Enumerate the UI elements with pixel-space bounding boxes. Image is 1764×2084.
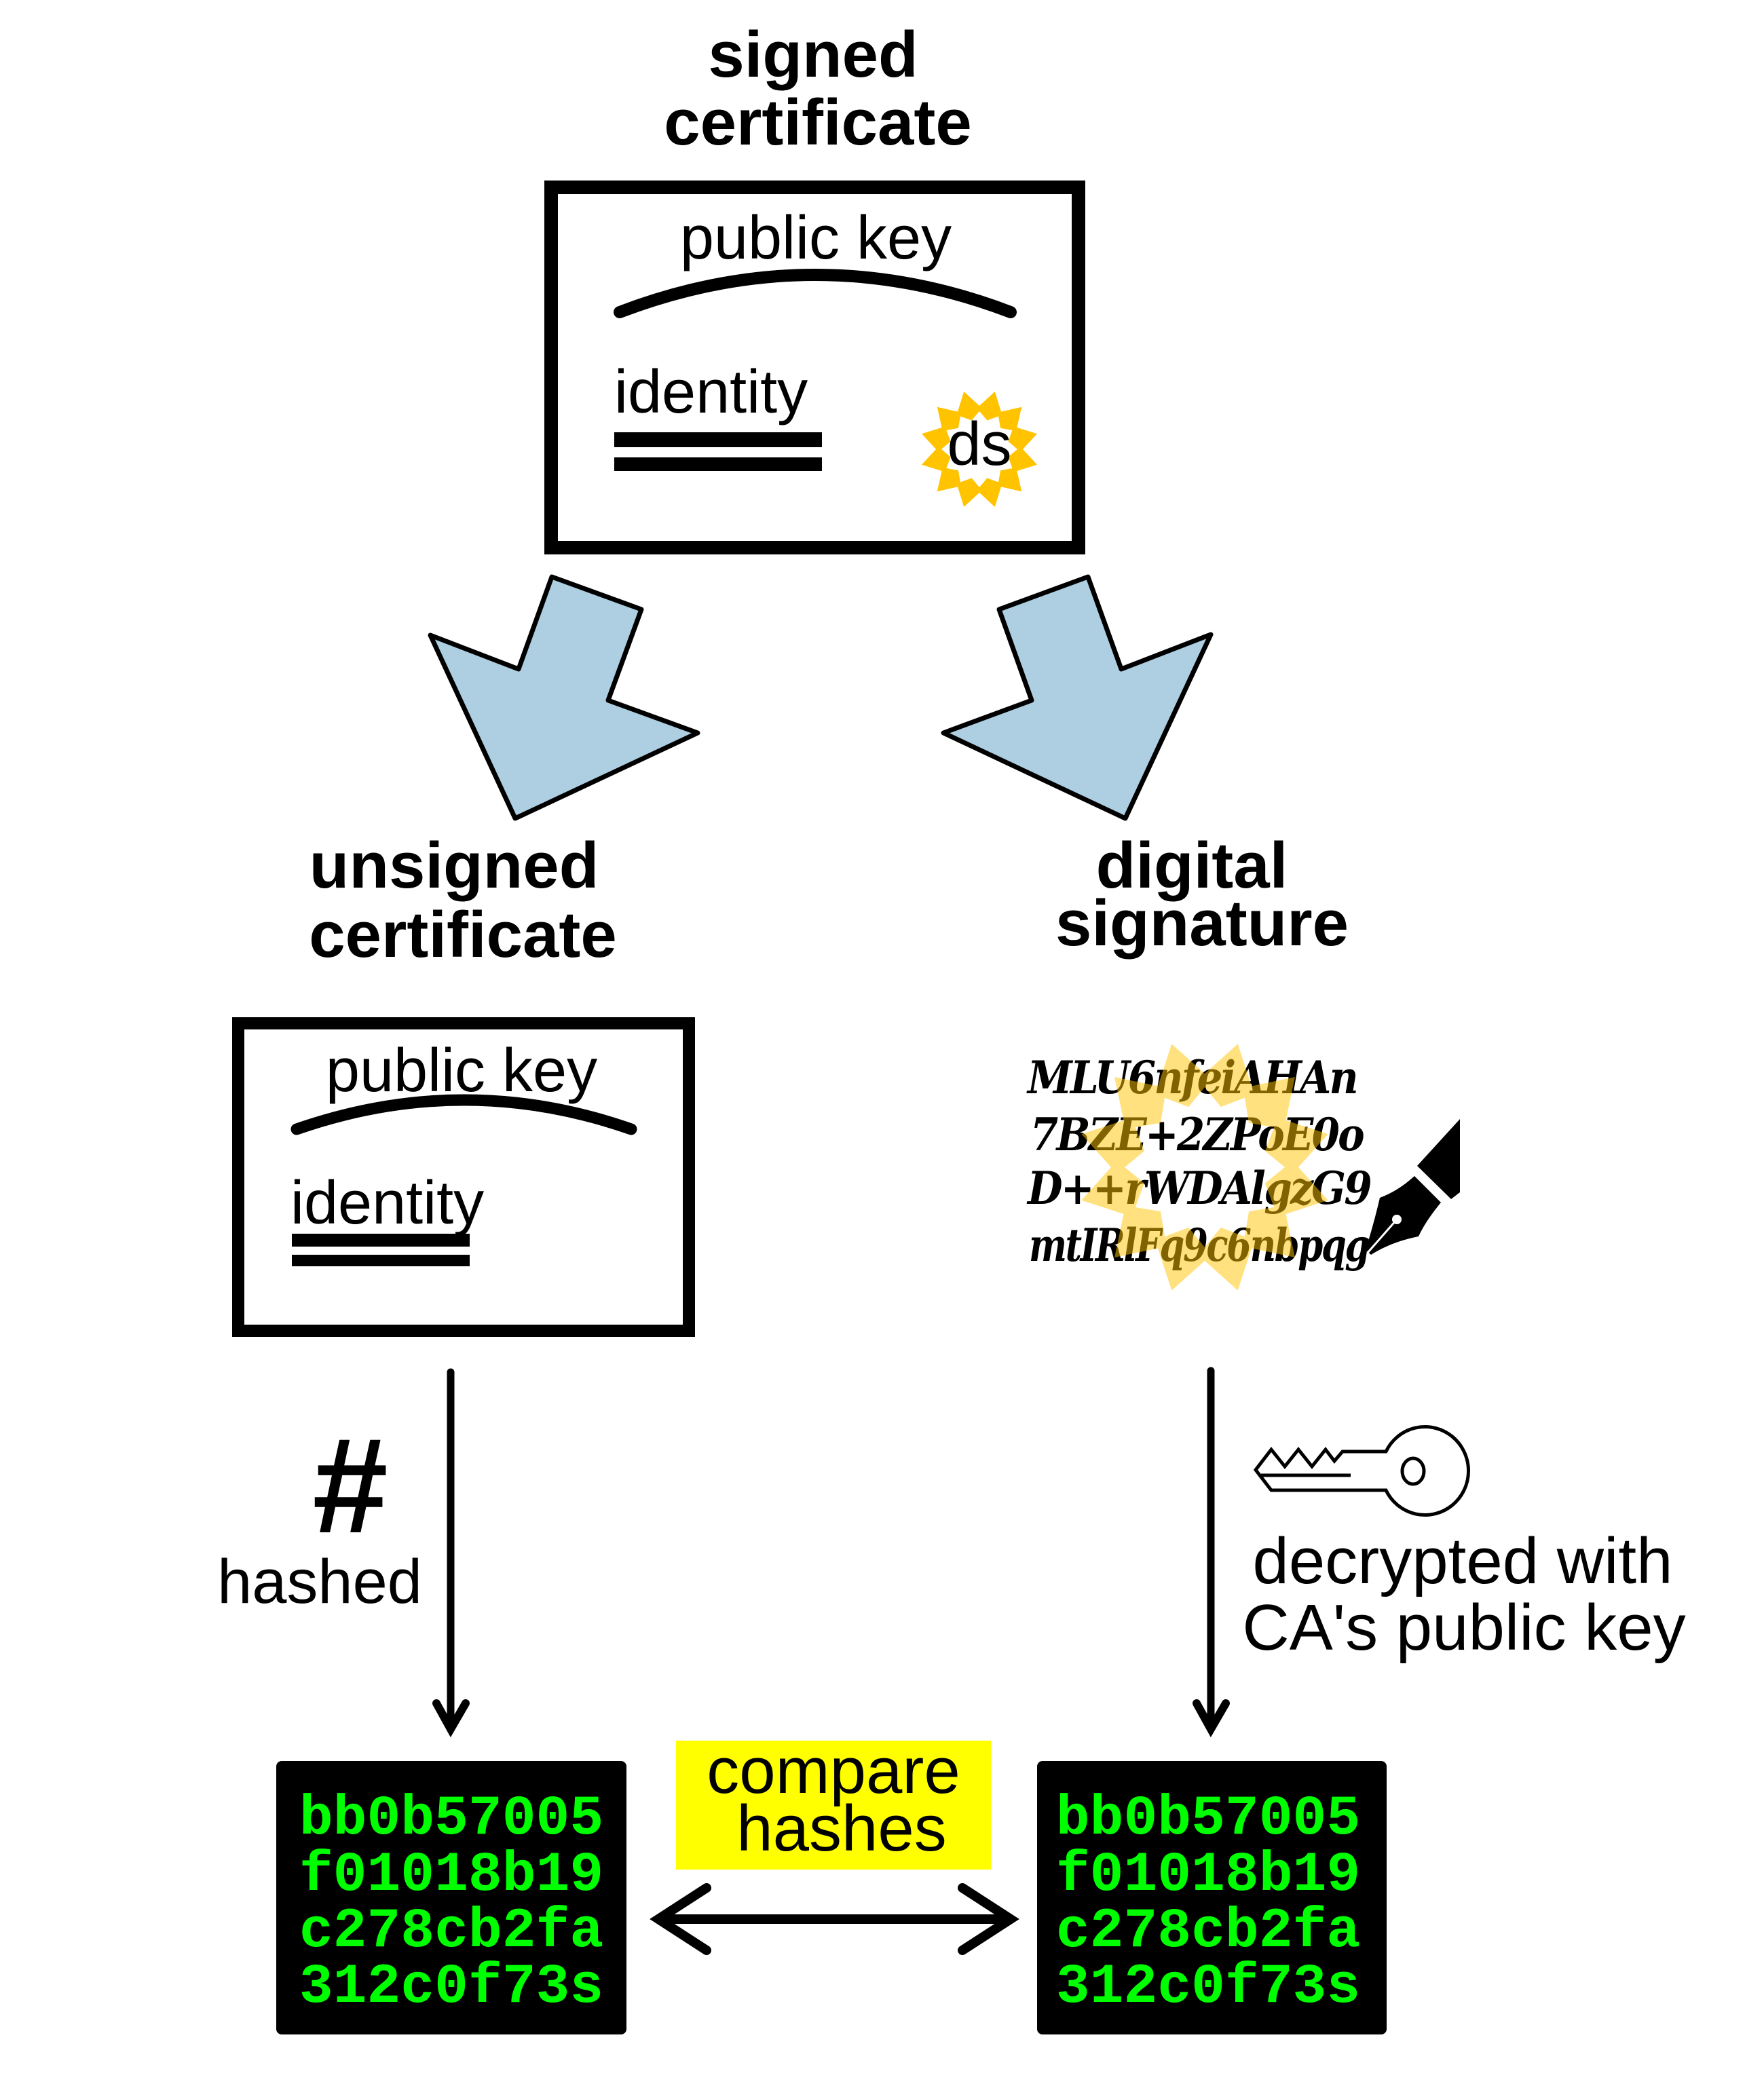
split-arrow-right-icon: [941, 574, 1214, 821]
identity-underline-2: [614, 457, 822, 471]
signed-identity-label: identity: [614, 358, 808, 426]
signed-certificate-frame: [544, 181, 1085, 554]
hash-right-line-4: 312c0f73s: [1056, 1955, 1360, 2019]
digital-signature-title-line1: digital: [1096, 829, 1288, 902]
unsigned-identity-label: identity: [290, 1169, 484, 1237]
fountain-pen-icon: [1366, 1119, 1460, 1255]
hash-box-left: bb0b57005 f01018b19 c278cb2fa 312c0f73s: [276, 1761, 626, 2034]
signed-certificate-title-line2: certificate: [664, 86, 972, 159]
unsigned-certificate-title-line2: certificate: [309, 898, 617, 971]
seal-label: ds: [947, 411, 1011, 478]
hash-left-line-3: c278cb2fa: [299, 1899, 603, 1963]
public-key-arc-icon: [614, 269, 1017, 318]
key-icon: [1253, 1425, 1470, 1517]
unsigned-certificate-box: public key identity: [232, 1017, 695, 1337]
seal-star-inner: [941, 411, 1017, 487]
signature-seal-shape: [1081, 1044, 1328, 1291]
ca-public-key-label: CA's public key: [1242, 1591, 1685, 1664]
signature-seal-watermark-icon: [1081, 1044, 1328, 1291]
signed-certificate-box: public key identity ds: [544, 181, 1085, 554]
hash-box-right-bg: [1037, 1761, 1387, 2034]
hash-right-line-3: c278cb2fa: [1056, 1899, 1360, 1963]
hash-box-right: bb0b57005 f01018b19 c278cb2fa 312c0f73s: [1037, 1761, 1387, 2034]
hash-left-line-4: 312c0f73s: [299, 1955, 603, 2019]
identity-underline-1: [614, 432, 822, 447]
hash-arrow: [432, 1368, 470, 1738]
compare-double-arrow-icon: [650, 1883, 1019, 1955]
digital-signature-title-line2: signature: [1055, 887, 1349, 960]
compare-hashes-highlight: [676, 1741, 991, 1870]
hashes-label: hashes: [736, 1792, 947, 1865]
decrypt-arrow-head-icon: [1193, 1699, 1230, 1738]
hash-arrow-head-icon: [432, 1699, 470, 1738]
hash-box-left-bg: [276, 1761, 626, 2034]
signed-public-key-label: public key: [680, 204, 952, 272]
hashed-label: hashed: [217, 1547, 422, 1616]
compare-label: compare: [707, 1735, 960, 1807]
signature-block: MLU6nfeiAHAn 7BZE+2ZPoE0o D++rWDAlgzG9 m…: [1026, 1044, 1460, 1291]
signed-certificate-title-line1: signed: [708, 18, 918, 91]
unsigned-public-key-arc-icon: [290, 1094, 637, 1135]
hash-left-line-1: bb0b57005: [299, 1787, 603, 1851]
split-arrow-left-icon: [428, 574, 700, 821]
hash-right-line-1: bb0b57005: [1056, 1787, 1360, 1851]
hash-left-line-2: f01018b19: [299, 1843, 603, 1907]
unsigned-public-key-label: public key: [326, 1037, 597, 1105]
unsigned-identity-underline-1: [292, 1234, 470, 1247]
signature-line-3: D++rWDAlgzG9: [1026, 1162, 1372, 1215]
decrypted-with-label: decrypted with: [1253, 1525, 1673, 1597]
hash-right-line-2: f01018b19: [1056, 1843, 1360, 1907]
unsigned-certificate-frame: [232, 1017, 695, 1337]
decrypt-arrow: [1193, 1367, 1230, 1738]
unsigned-identity-underline-2: [292, 1255, 470, 1266]
ds-seal-icon: ds: [922, 392, 1037, 507]
hash-symbol-icon: #: [312, 1410, 388, 1561]
unsigned-certificate-title-line1: unsigned: [309, 829, 599, 902]
